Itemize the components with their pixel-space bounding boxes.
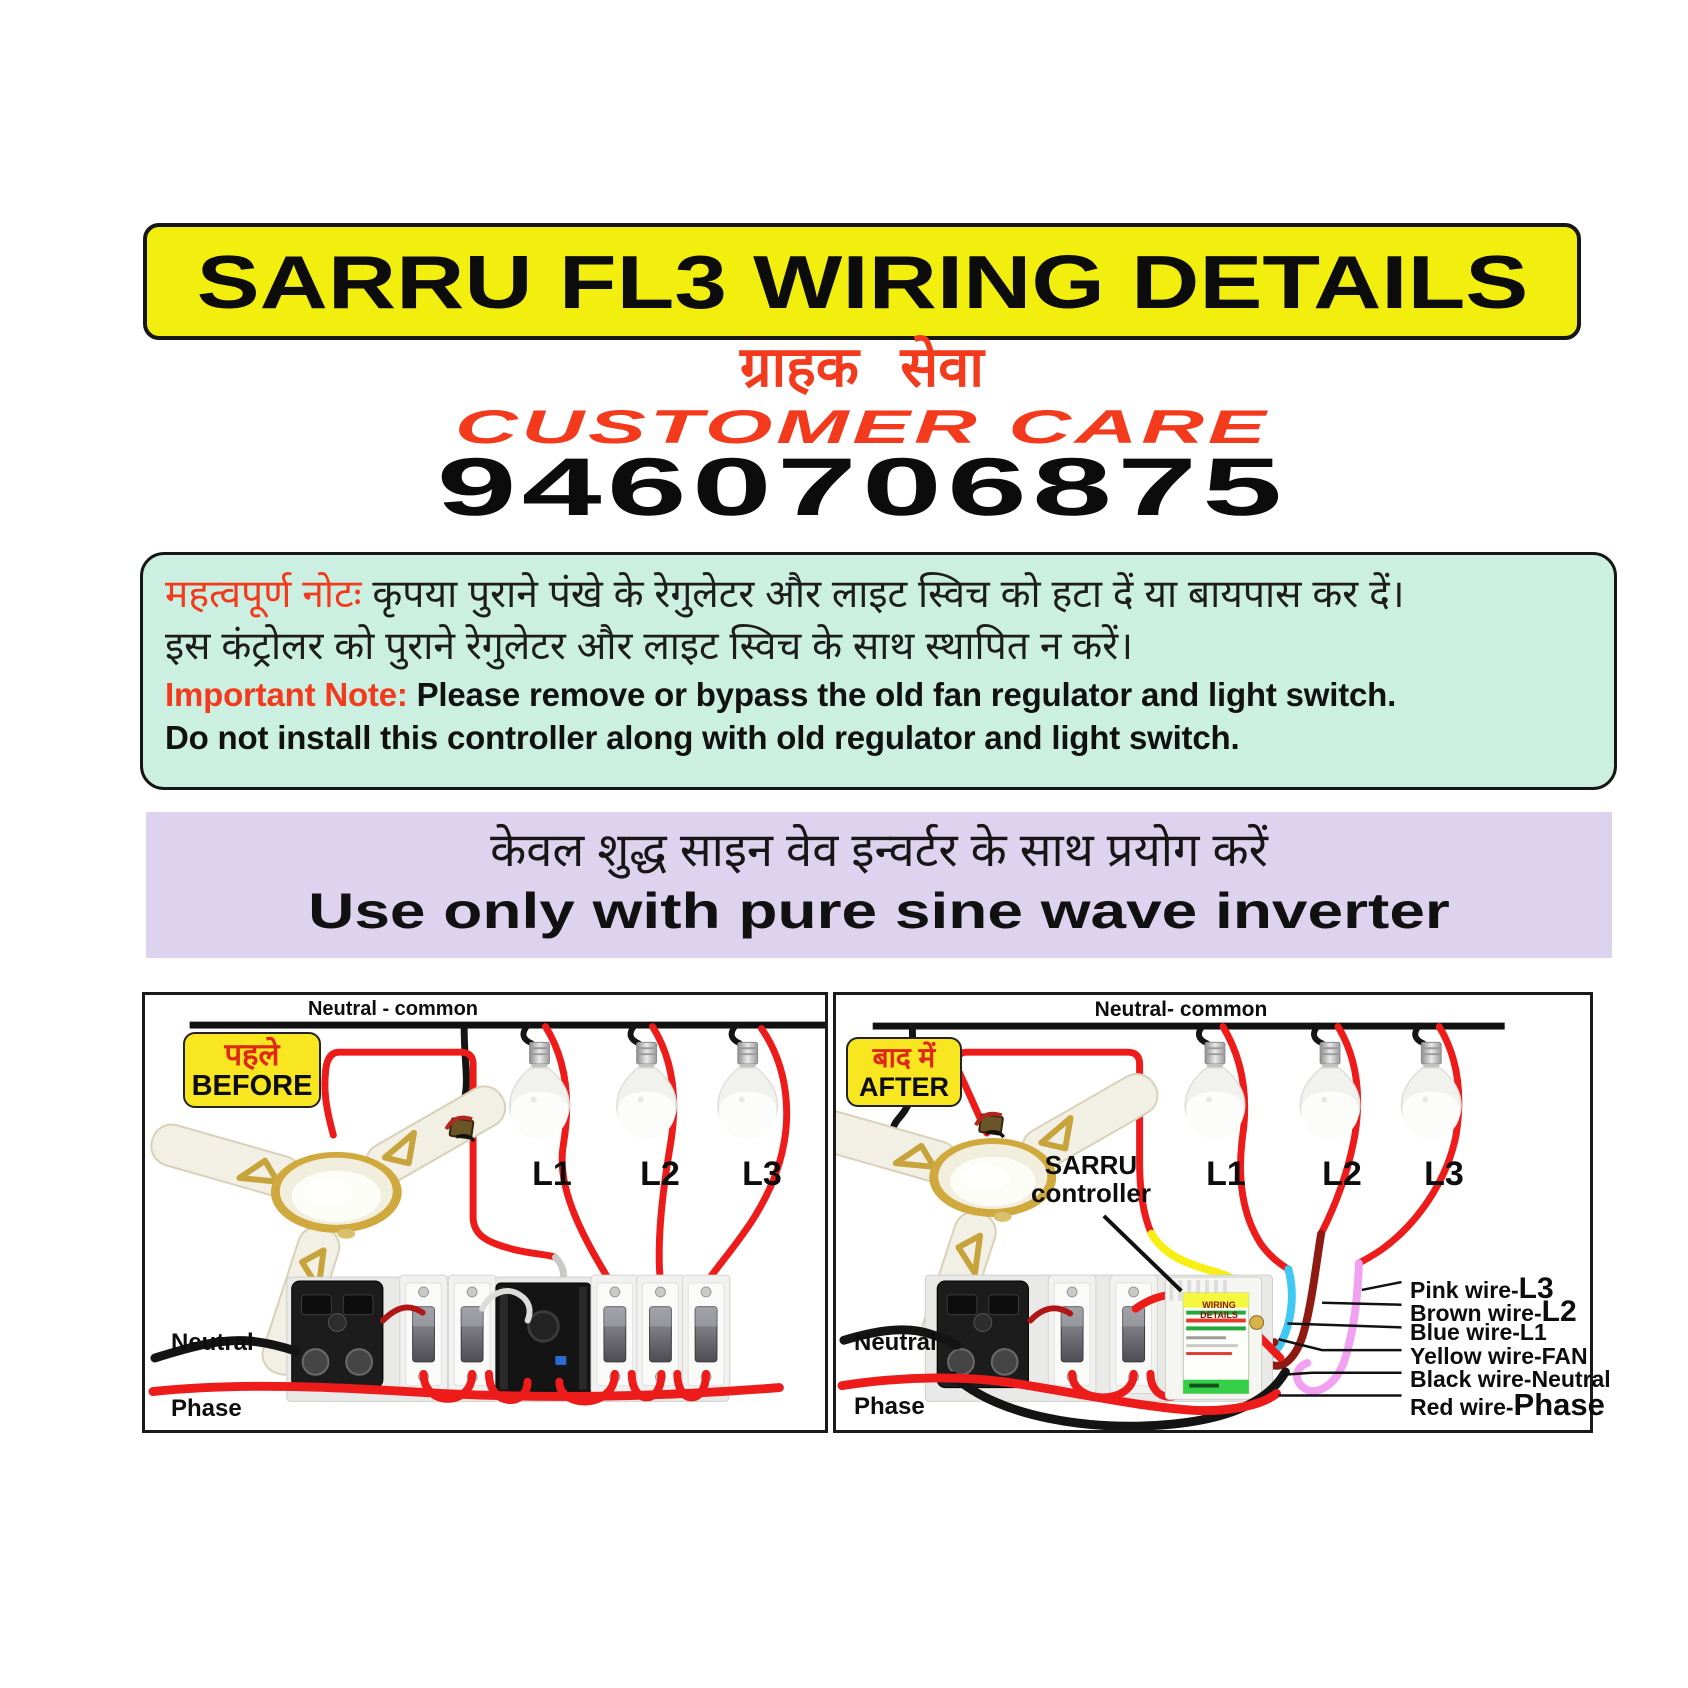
phase-supply-wire <box>837 1373 1281 1415</box>
after-wiring-panel: Neutral- common बाद में AFTER SARRU cont… <box>833 992 1611 1433</box>
legend-pointer-lines <box>1102 1214 1402 1397</box>
neutral-bus-wire <box>189 1021 825 1029</box>
power-socket <box>290 1280 384 1389</box>
inverter-notice-hindi: केवल शुद्ध साइन वेव इन्वर्टर के साथ प्रय… <box>490 823 1268 876</box>
before-badge: पहले BEFORE <box>183 1032 321 1108</box>
legend-yellow-fan: Yellow wire-FAN <box>1410 1343 1588 1369</box>
controller-sticker <box>1182 1292 1250 1394</box>
bulb-wires <box>520 1022 791 1287</box>
after-badge-hindi: बाद में <box>872 1042 936 1074</box>
bulb-wires <box>1195 1022 1463 1395</box>
bulb-l3 <box>716 1041 779 1141</box>
after-badge: बाद में AFTER <box>846 1037 962 1107</box>
after-badge-english: AFTER <box>859 1071 949 1102</box>
sarru-controller <box>1164 1276 1265 1400</box>
bulb-label-l2: L2 <box>1322 1155 1362 1193</box>
note-hindi-line2: इस कंट्रोलर को पुराने रेगुलेटर और लाइट स… <box>165 624 1133 668</box>
controller-pointer-line <box>1102 1214 1183 1293</box>
neutral-common-label: Neutral- common <box>1094 998 1268 1021</box>
neutral-bus-wire <box>872 1022 1505 1030</box>
before-wiring-panel: Neutral - common पहले BEFORE L1 L2 L3 Ne… <box>142 992 828 1433</box>
fan-red-wire <box>321 1048 559 1261</box>
power-socket <box>936 1280 1030 1389</box>
pink-l3-wire <box>1293 1259 1363 1395</box>
before-badge-english: BEFORE <box>191 1070 313 1103</box>
customer-care-hindi: ग्राहक सेवा <box>740 335 984 398</box>
bulb-label-l1: L1 <box>532 1155 572 1193</box>
fan-mount <box>974 1111 1006 1139</box>
ceiling-fan <box>836 1067 1165 1360</box>
inverter-notice-english: Use only with pure sine wave inverter <box>308 883 1450 940</box>
neutral-supply-wire <box>150 1336 301 1363</box>
ceiling-fan <box>147 1079 513 1380</box>
phase-label: Phase <box>171 1395 242 1422</box>
phase-supply-wire <box>148 1381 784 1401</box>
after-diagram <box>836 1022 1505 1430</box>
legend-blue-l1: Blue wire-L1 <box>1410 1319 1547 1345</box>
neutral-label: Neutral <box>854 1329 937 1356</box>
legend-black-neutral: Black wire-Neutral <box>1410 1366 1611 1392</box>
customer-care-english: CUSTOMER CARE <box>454 400 1270 453</box>
note-english-line1: Important Note: Please remove or bypass … <box>165 675 1397 713</box>
title-banner: SARRU FL3 WIRING DETAILS <box>143 223 1581 340</box>
controller-sticker-text: WIRING DETAILS <box>1200 1300 1238 1320</box>
old-regulator <box>495 1282 592 1394</box>
note-hindi-line1: महत्वपूर्ण नोटः कृपया पुराने पंखे के रेग… <box>165 573 1405 616</box>
note-english-line2: Do not install this controller along wit… <box>165 719 1240 757</box>
fan-mount <box>444 1115 476 1143</box>
note-hindi-label: महत्वपूर्ण नोटः <box>165 573 362 616</box>
bulb-label-l3: L3 <box>1424 1155 1464 1193</box>
important-note-box: महत्वपूर्ण नोटः कृपया पुराने पंखे के रेग… <box>140 552 1617 790</box>
customer-care-phone: 9460706875 <box>436 442 1288 533</box>
bulb-label-l2: L2 <box>640 1155 680 1193</box>
fan-red-wire <box>953 1048 1155 1238</box>
bulb-label-l1: L1 <box>1206 1155 1246 1193</box>
legend-red-phase: Red wire-Phase <box>1410 1387 1605 1422</box>
neutral-label: Neutral <box>171 1329 254 1356</box>
before-diagram <box>145 1021 825 1406</box>
neutral-supply-wire <box>839 1325 962 1350</box>
before-badge-hindi: पहले <box>224 1036 280 1072</box>
legend-brown-l2: Brown wire-L2 <box>1410 1295 1577 1328</box>
controller-callout: SARRU controller <box>1031 1150 1151 1209</box>
page-title: SARRU FL3 WIRING DETAILS <box>196 239 1528 324</box>
note-english-label: Important Note: <box>165 675 408 713</box>
neutral-common-label: Neutral - common <box>307 998 479 1020</box>
legend-pink-l3: Pink wire-L3 <box>1410 1272 1554 1305</box>
phase-label: Phase <box>854 1393 925 1420</box>
inverter-notice-box: केवल शुद्ध साइन वेव इन्वर्टर के साथ प्रय… <box>146 812 1612 958</box>
switch-board <box>286 1274 731 1402</box>
bulb-label-l3: L3 <box>742 1155 782 1193</box>
